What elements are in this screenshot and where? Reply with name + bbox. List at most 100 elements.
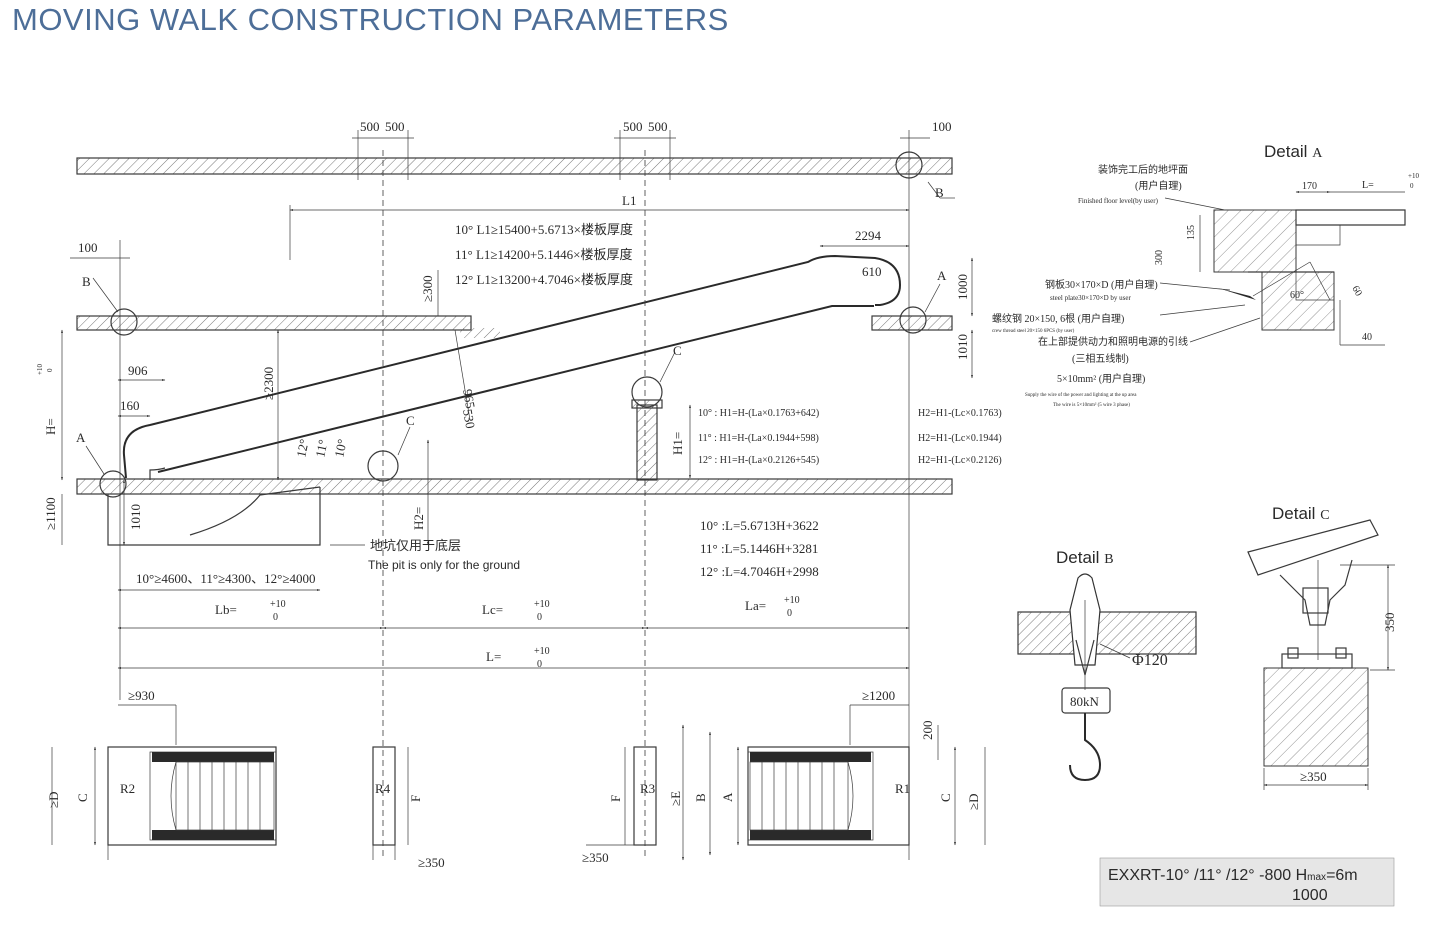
detail-a-wire-cn3: 5×10mm² (用户自理) — [1057, 372, 1145, 385]
label-R1: R1 — [895, 781, 910, 796]
formula-H2-12: H2=H1-(Lc×0.2126) — [918, 455, 1002, 466]
dim-1010-right: 1010 — [955, 334, 970, 360]
detail-a: Detail A 装饰完工后的地坪面 (用户自理) Finished floor… — [992, 142, 1419, 408]
page-title: MOVING WALK CONSTRUCTION PARAMETERS — [12, 2, 729, 37]
dim-965: 965 — [460, 388, 478, 410]
dim-H1: H1= — [670, 432, 685, 455]
dim-H2: H2= — [411, 507, 426, 530]
formula-H1-11: 11° : H1=H-(La×0.1944+598) — [698, 433, 819, 444]
dim-200: 200 — [920, 721, 935, 741]
detail-a-title: Detail A — [1264, 142, 1323, 161]
detail-a-rebar-cn: 螺纹钢 20×150, 6根 (用户自理) — [992, 312, 1124, 325]
formula-L-12: 12° :L=4.7046H+2998 — [700, 564, 819, 579]
tol-L-bot: 0 — [537, 659, 542, 670]
detail-c-ge350: ≥350 — [1300, 769, 1327, 784]
dim-1000: 1000 — [955, 274, 970, 300]
detail-c-350: 350 — [1382, 613, 1397, 633]
lower-pit-outline — [107, 487, 321, 546]
detail-a-tol-top: +10 — [1408, 172, 1419, 180]
upper-ceiling-slab — [76, 157, 953, 175]
pit-note-cn: 地坑仅用于底层 — [370, 538, 461, 553]
main-elevation: 500 500 500 500 100 L1 2294 610 100 906 … — [36, 119, 1002, 860]
detail-a-floor-en: Finished floor level(by user) — [1078, 197, 1159, 205]
dim-906: 906 — [128, 363, 148, 378]
walkway-upper-chord — [122, 254, 902, 479]
callout-a-left: A — [76, 430, 86, 445]
callout-b-right: B — [935, 185, 944, 200]
callout-a-right: A — [937, 268, 947, 283]
upper-floor-slab-left — [76, 315, 472, 331]
formula-L1-10: 10° L1≥15400+5.6713×楼板厚度 — [455, 222, 633, 237]
formula-L1-11: 11° L1≥14200+5.1446×楼板厚度 — [455, 247, 632, 262]
dim-ge1200: ≥1200 — [862, 688, 895, 703]
dim-La: La= — [745, 598, 766, 613]
detail-a-L: L= — [1362, 180, 1374, 191]
detail-a-wire-en: Supply the wire of the power and lightin… — [1025, 393, 1137, 398]
dim-100-top: 100 — [932, 119, 952, 134]
tol-Lc-top: +10 — [534, 599, 550, 610]
formula-H1-10: 10° : H1=H-(La×0.1763+642) — [698, 408, 819, 419]
dim-A: A — [720, 792, 735, 802]
detail-a-170: 170 — [1302, 181, 1317, 192]
detail-a-rebar-en: crew thread steel 20×150 6PCS (by user) — [992, 329, 1075, 334]
dim-geE: ≥E — [668, 791, 683, 806]
detail-a-300: 300 — [1154, 250, 1165, 265]
angle-12: 12° — [293, 438, 311, 459]
dim-500-c: 500 — [623, 119, 643, 134]
callout-circle-b-right — [895, 151, 923, 179]
detail-a-135: 135 — [1186, 225, 1197, 240]
dim-F-left: F — [408, 795, 423, 802]
dim-500-a: 500 — [360, 119, 380, 134]
dim-B: B — [693, 793, 708, 802]
callout-c-right: C — [673, 343, 682, 358]
dim-L: L= — [486, 649, 501, 664]
detail-a-floor-cn2: (用户自理) — [1135, 179, 1182, 192]
formula-L-11: 11° :L=5.1446H+3281 — [700, 541, 818, 556]
formula-L1-12: 12° L1≥13200+4.7046×楼板厚度 — [455, 272, 633, 287]
dim-ge350-left: ≥350 — [418, 855, 445, 870]
dim-160: 160 — [120, 398, 140, 413]
formula-H2-11: H2=H1-(Lc×0.1944) — [918, 433, 1002, 444]
dim-500-b: 500 — [385, 119, 405, 134]
tol-L-top: +10 — [534, 646, 550, 657]
dim-Lc: Lc= — [482, 602, 503, 617]
dim-530: 530 — [460, 408, 478, 430]
walkway-lower-chord — [157, 305, 874, 473]
walkway-handrail-line — [149, 467, 166, 480]
dim-610: 610 — [862, 264, 882, 279]
detail-a-tol-bot: 0 — [1410, 182, 1414, 190]
dim-C-right: C — [938, 793, 953, 802]
tol-Lb-bot: 0 — [273, 612, 278, 623]
dim-C-left: C — [75, 793, 90, 802]
angle-11: 11° — [312, 438, 330, 458]
angle-10: 10° — [331, 438, 349, 459]
detail-b-load: 80kN — [1070, 694, 1100, 709]
dim-ge2300: ≥2300 — [261, 367, 276, 400]
tol-Lb-top: +10 — [270, 599, 286, 610]
tol-Lc-bot: 0 — [537, 612, 542, 623]
dim-ge300: ≥300 — [420, 275, 435, 302]
detail-a-angle: 60° — [1290, 290, 1304, 301]
callout-circle-c-mid — [367, 450, 399, 482]
callout-b-left: B — [82, 274, 91, 289]
plan-views: ≥930 ≥1200 200 ≥350 ≥350 R2 R4 R3 R1 ≥D … — [46, 688, 986, 870]
callout-circle-b-left — [110, 308, 138, 336]
label-R2: R2 — [120, 781, 135, 796]
detail-c-title: Detail C — [1272, 504, 1330, 523]
dim-L1: L1 — [622, 193, 636, 208]
dim-geD-right: ≥D — [966, 793, 981, 810]
dim-ge1100: ≥1100 — [43, 497, 58, 530]
detail-b-title: Detail B — [1056, 548, 1114, 567]
dim-H: H= — [43, 418, 58, 435]
tol-La-top: +10 — [784, 595, 800, 606]
H-tol-bot: 0 — [46, 368, 54, 372]
model-line-1: EXXRT-10° /11° /12° -800 Hmax=6m — [1108, 867, 1358, 884]
detail-a-40: 40 — [1362, 332, 1372, 343]
model-label: EXXRT-10° /11° /12° -800 Hmax=6m 1000 — [1099, 857, 1395, 907]
lower-curve — [189, 486, 321, 536]
dim-100-left: 100 — [78, 240, 98, 255]
label-R3: R3 — [640, 781, 655, 796]
callout-c-mid: C — [406, 413, 415, 428]
pit-span: 10°≥4600、11°≥4300、12°≥4000 — [136, 571, 316, 586]
